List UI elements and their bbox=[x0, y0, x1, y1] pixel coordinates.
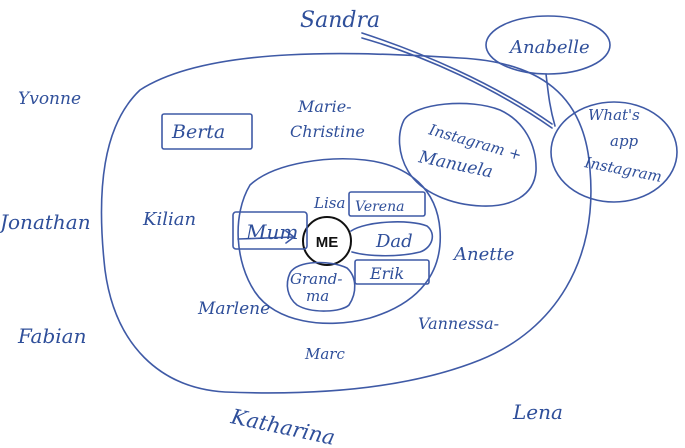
channel-whatsapp-line-1: What's bbox=[588, 106, 640, 124]
person-dad: Dad bbox=[375, 231, 413, 252]
person-verena: Verena bbox=[355, 199, 404, 215]
person-katharina: Katharina bbox=[228, 404, 337, 448]
mum-arrow bbox=[237, 230, 295, 244]
dad-shape bbox=[350, 221, 434, 257]
grandma-shape bbox=[286, 261, 356, 312]
connector-sandra bbox=[361, 32, 553, 125]
center-circle bbox=[302, 216, 352, 266]
person-marlene: Marlene bbox=[197, 299, 270, 319]
connector-sandra-secondary bbox=[361, 37, 553, 129]
instagram-manuela-oval bbox=[398, 102, 537, 207]
channel-whatsapp-line-3: Instagram bbox=[582, 153, 663, 186]
person-marie-christine-line-1: Marie- bbox=[297, 97, 352, 116]
person-marie-christine-line-2: Christine bbox=[290, 122, 365, 141]
channel-whatsapp-line-2: app bbox=[610, 132, 639, 150]
person-lena: Lena bbox=[512, 400, 563, 424]
person-kilian: Kilian bbox=[142, 209, 196, 230]
connector-anabelle bbox=[545, 73, 556, 127]
person-sandra: Sandra bbox=[300, 8, 380, 33]
person-jonathan: Jonathan bbox=[0, 210, 91, 234]
person-grandma-line-1: Grand- bbox=[290, 270, 342, 288]
person-erik: Erik bbox=[369, 264, 404, 283]
whatsapp-instagram-oval bbox=[550, 101, 678, 203]
person-fabian: Fabian bbox=[17, 324, 86, 348]
person-anabelle: Anabelle bbox=[508, 37, 590, 58]
person-mum: Mum bbox=[245, 220, 298, 244]
person-grandma-line-2: ma bbox=[306, 287, 329, 305]
box-verena bbox=[348, 191, 426, 217]
center-label: ME bbox=[316, 234, 339, 251]
inner-boundary bbox=[237, 158, 442, 325]
box-berta bbox=[161, 113, 253, 150]
person-marc: Marc bbox=[304, 345, 345, 363]
box-erik bbox=[354, 259, 430, 285]
person-yvonne: Yvonne bbox=[18, 89, 81, 109]
person-anette: Anette bbox=[452, 244, 514, 265]
person-lisa: Lisa bbox=[313, 194, 345, 212]
outer-boundary bbox=[100, 52, 592, 394]
anabelle-oval bbox=[485, 15, 611, 75]
box-mum bbox=[232, 211, 308, 250]
person-vannessa: Vannessa- bbox=[418, 314, 499, 333]
person-berta: Berta bbox=[171, 121, 225, 143]
